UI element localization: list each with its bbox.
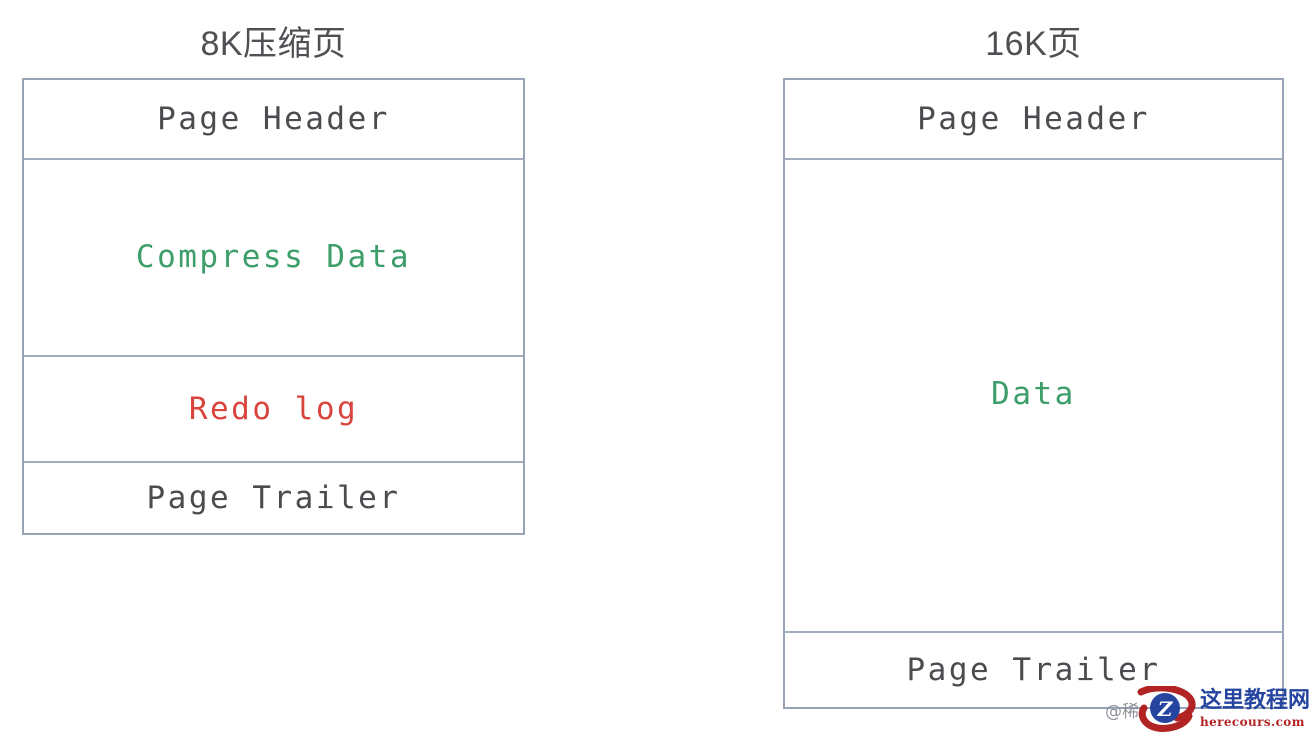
panel-title-compressed-page: 8K压缩页: [200, 25, 347, 63]
panel-title-uncompressed-page: 16K页: [985, 25, 1082, 63]
watermark-logo-icon: Z: [1135, 684, 1197, 732]
panel-uncompressed-page: 16K页 Page Header Data Page Trailer: [783, 22, 1284, 709]
section-compress-data: Compress Data: [24, 160, 523, 357]
section-page-trailer: Page Trailer: [785, 633, 1282, 707]
section-page-header: Page Header: [24, 80, 523, 160]
section-redo-log: Redo log: [24, 357, 523, 463]
panel-compressed-page: 8K压缩页 Page Header Compress Data Redo log…: [22, 22, 525, 535]
svg-text:Z: Z: [1157, 697, 1174, 721]
section-page-trailer: Page Trailer: [24, 463, 523, 533]
section-label-data: Data: [991, 376, 1076, 412]
section-page-header: Page Header: [785, 80, 1282, 160]
watermark-text: 这里教程网 herecours.com: [1199, 688, 1310, 729]
page-box-compressed: Page Header Compress Data Redo log Page …: [22, 78, 525, 535]
section-label-compress-data: Compress Data: [135, 239, 412, 275]
watermark-handle: @稀: [1104, 701, 1139, 722]
watermark-site-name: 这里教程网: [1199, 688, 1310, 713]
watermark: @稀 Z 这里教程网 herecours.com: [1105, 684, 1310, 734]
watermark-site-url: herecours.com: [1199, 715, 1305, 729]
section-label-page-header: Page Header: [157, 100, 390, 137]
section-label-redo-log: Redo log: [188, 390, 359, 427]
section-label-page-trailer: Page Trailer: [906, 651, 1161, 688]
page-box-uncompressed: Page Header Data Page Trailer: [783, 78, 1284, 709]
section-label-page-header: Page Header: [917, 100, 1150, 137]
section-data: Data: [785, 160, 1282, 633]
section-label-page-trailer: Page Trailer: [146, 479, 401, 516]
